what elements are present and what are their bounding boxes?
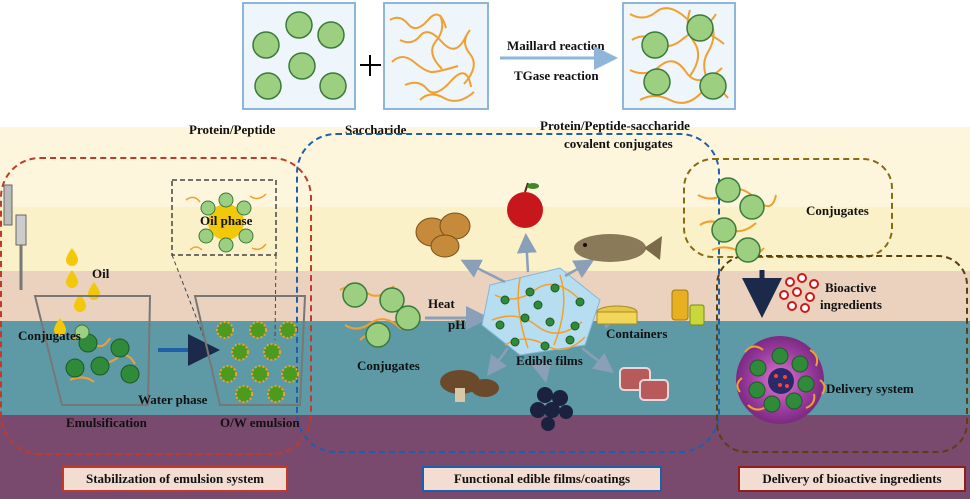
mushrooms-icon — [440, 370, 499, 402]
plus-icon — [360, 55, 381, 76]
ph-label: pH — [448, 317, 466, 332]
blueberries-icon — [530, 387, 573, 431]
heat-label: Heat — [428, 296, 455, 311]
maillard-reaction-label: Maillard reaction — [507, 38, 605, 53]
films-conjugate-icon — [339, 282, 421, 348]
fish-icon — [574, 234, 662, 262]
oil-phase-label: Oil phase — [200, 213, 253, 228]
films-caption: Functional edible films/coatings — [422, 466, 662, 492]
containers-label: Containers — [606, 326, 668, 341]
protein-spheres — [252, 11, 347, 100]
saccharide-chains — [389, 13, 475, 102]
oil-drops — [54, 248, 100, 336]
beaker-left-content — [65, 324, 140, 384]
protein-peptide-label: Protein/Peptide — [189, 122, 276, 137]
homogenizer-icon — [3, 184, 27, 290]
water-phase-label: Water phase — [138, 392, 208, 407]
bioactive-label-line2: ingredients — [820, 297, 882, 312]
oil-label: Oil — [92, 266, 110, 281]
delivery-system-label: Delivery system — [826, 381, 914, 396]
films-section-frame — [296, 133, 720, 453]
oil-phase-inset — [171, 179, 277, 341]
conjugates-title-line1: Protein/Peptide-saccharide — [540, 118, 690, 133]
bioactive-ingredients-icon — [779, 273, 819, 313]
containers-icon — [596, 289, 705, 326]
ow-emulsion-label: O/W emulsion — [220, 415, 300, 430]
delivery-system-icon — [736, 336, 826, 424]
edible-film-network — [481, 267, 601, 356]
delivery-conjugates-label: Conjugates — [806, 203, 869, 218]
delivery-conjugate-icon — [697, 177, 777, 263]
beaker-right — [193, 295, 307, 406]
edible-films-label: Edible films — [516, 353, 583, 368]
apple-icon — [507, 182, 543, 228]
tgase-reaction-label: TGase reaction — [514, 68, 599, 83]
emulsification-label: Emulsification — [66, 415, 147, 430]
emulsion-conjugates-label: Conjugates — [18, 328, 81, 343]
delivery-lower-frame — [716, 255, 968, 453]
band-cream — [0, 127, 970, 207]
conjugates-title-line2: covalent conjugates — [564, 136, 673, 151]
conjugate-spheres — [641, 14, 727, 100]
delivery-section-frame — [683, 158, 893, 258]
beaker-left — [33, 295, 152, 406]
emulsion-section-frame — [0, 157, 312, 455]
emulsion-droplets — [216, 321, 299, 403]
walnuts-icon — [415, 212, 471, 258]
films-conjugates-label: Conjugates — [357, 358, 420, 373]
bioactive-label-line1: Bioactive — [825, 280, 877, 295]
meat-icon — [619, 367, 669, 401]
emulsion-caption: Stabilization of emulsion system — [62, 466, 288, 492]
band-yellow — [0, 207, 970, 271]
delivery-caption: Delivery of bioactive ingredients — [738, 466, 966, 492]
